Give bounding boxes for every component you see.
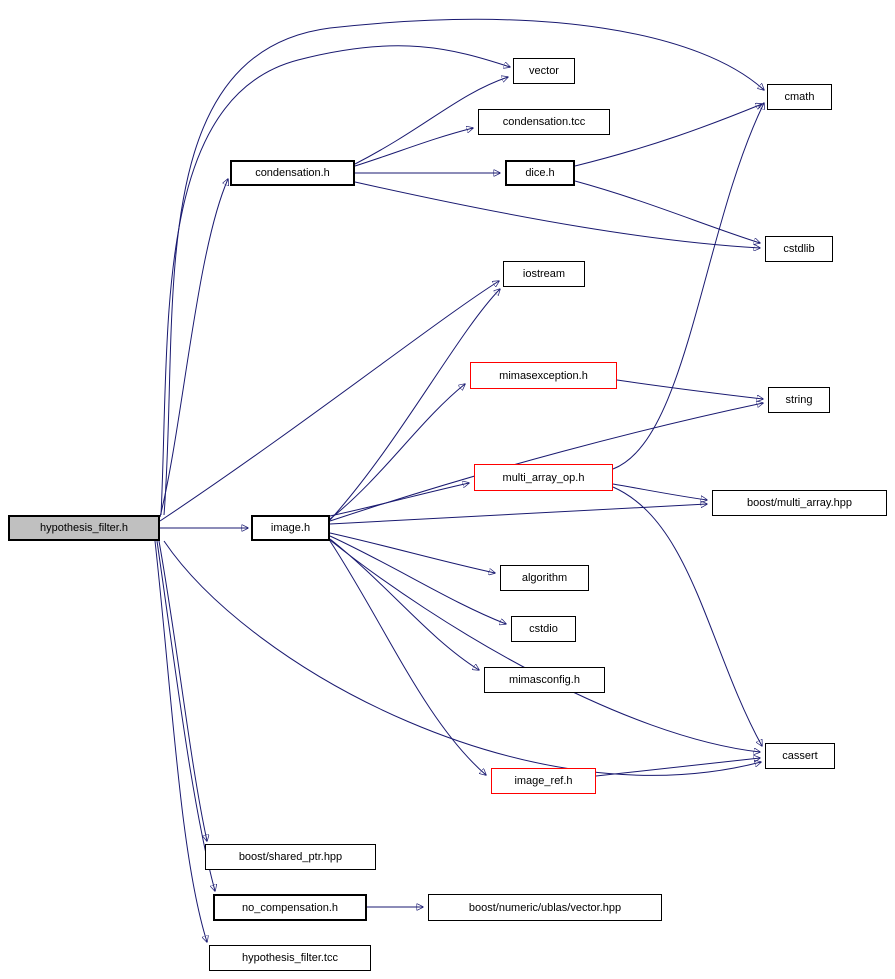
node-dice-h[interactable]: dice.h bbox=[505, 160, 575, 186]
edge-multi_array_op_h-boost_multi_array_hpp bbox=[612, 483, 707, 500]
node-hypothesis-filter-h: hypothesis_filter.h bbox=[8, 515, 160, 541]
node-hypothesis-filter-tcc[interactable]: hypothesis_filter.tcc bbox=[209, 945, 371, 971]
edge-image_h-mimasexception_h bbox=[329, 384, 465, 520]
edge-image_ref_h-cassert bbox=[595, 758, 760, 777]
edge-hypothesis_filter_h-iostream bbox=[159, 281, 499, 522]
edge-dice_h-cmath bbox=[574, 104, 762, 167]
node-no-compensation-h[interactable]: no_compensation.h bbox=[213, 894, 367, 921]
node-boost-multi-array-hpp[interactable]: boost/multi_array.hpp bbox=[712, 490, 887, 516]
node-boost-shared-ptr-hpp[interactable]: boost/shared_ptr.hpp bbox=[205, 844, 376, 870]
edge-hypothesis_filter_h-cmath bbox=[163, 18, 764, 516]
edge-image_h-cstdio bbox=[329, 535, 506, 624]
node-algorithm[interactable]: algorithm bbox=[500, 565, 589, 591]
edge-image_h-mimasconfig_h bbox=[329, 538, 479, 670]
edge-multi_array_op_h-cassert bbox=[612, 486, 762, 746]
edge-condensation_h-condensation_tcc bbox=[354, 128, 473, 167]
edge-hypothesis_filter_h-condensation_h bbox=[159, 179, 228, 518]
edge-mimasexception_h-string bbox=[616, 379, 763, 399]
node-vector[interactable]: vector bbox=[513, 58, 575, 84]
node-boost-numeric-ublas-vector-hpp[interactable]: boost/numeric/ublas/vector.hpp bbox=[428, 894, 662, 921]
edge-image_h-multi_array_op_h bbox=[329, 483, 469, 517]
edge-image_h-image_ref_h bbox=[329, 540, 486, 775]
edge-image_h-algorithm bbox=[329, 532, 495, 573]
edge-image_h-string bbox=[329, 403, 763, 522]
node-iostream[interactable]: iostream bbox=[503, 261, 585, 287]
node-condensation-tcc[interactable]: condensation.tcc bbox=[478, 109, 610, 135]
node-string[interactable]: string bbox=[768, 387, 830, 413]
edge-hypothesis_filter_h-cassert bbox=[163, 540, 761, 776]
node-cassert[interactable]: cassert bbox=[765, 743, 835, 769]
node-cmath[interactable]: cmath bbox=[767, 84, 832, 110]
node-condensation-h[interactable]: condensation.h bbox=[230, 160, 355, 186]
edge-condensation_h-cstdlib bbox=[354, 181, 760, 248]
edge-multi_array_op_h-cmath bbox=[612, 103, 764, 470]
node-multi-array-op-h[interactable]: multi_array_op.h bbox=[474, 464, 613, 491]
edge-image_h-boost_multi_array_hpp bbox=[329, 504, 707, 525]
edge-hypothesis_filter_h-boost_shared_ptr_hpp bbox=[158, 540, 207, 841]
edge-hypothesis_filter_h-hypothesis_filter_tcc bbox=[154, 540, 207, 942]
node-image-h[interactable]: image.h bbox=[251, 515, 330, 541]
node-mimasconfig-h[interactable]: mimasconfig.h bbox=[484, 667, 605, 693]
node-cstdio[interactable]: cstdio bbox=[511, 616, 576, 642]
node-mimasexception-h[interactable]: mimasexception.h bbox=[470, 362, 617, 389]
edge-hypothesis_filter_h-vector bbox=[160, 45, 510, 516]
node-image-ref-h[interactable]: image_ref.h bbox=[491, 768, 596, 794]
edge-condensation_h-vector bbox=[354, 77, 508, 165]
node-cstdlib[interactable]: cstdlib bbox=[765, 236, 833, 262]
edge-image_h-iostream bbox=[329, 289, 500, 521]
edge-dice_h-cstdlib bbox=[574, 180, 760, 243]
